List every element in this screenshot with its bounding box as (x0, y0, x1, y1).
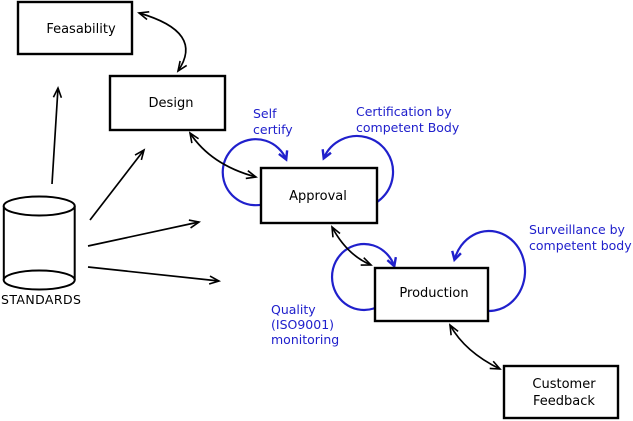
approval-box (259, 166, 379, 225)
self-certify-annotation: Self certify (253, 106, 293, 137)
cylinder-top-ellipse (2, 195, 76, 217)
production-label: Production (399, 286, 468, 301)
surveillance-loop-arrow (451, 229, 527, 313)
surveillance-annotation: Surveillance by competent body (529, 222, 632, 253)
arrow-approval-production (331, 225, 373, 266)
feasability-label: Feasability (46, 22, 116, 37)
arrow-production-customer-feedback (448, 323, 502, 370)
arrow-standards-to-design (89, 148, 146, 221)
design-box (108, 74, 227, 132)
customer-feedback-label-line2: Feedback (533, 394, 595, 409)
customer-feedback-box (502, 364, 620, 420)
arrow-standards-to-feasability (51, 85, 63, 185)
arrow-feasability-design (137, 10, 188, 73)
quality-label-line1: Quality (271, 302, 316, 317)
quality-monitoring-annotation: Quality (ISO9001) monitoring (271, 302, 339, 347)
standards-cylinder (2, 195, 76, 291)
self-certify-label-line1: Self (253, 106, 277, 121)
self-certify-label-line2: certify (253, 122, 293, 137)
certification-annotation: Certification by competent Body (356, 104, 460, 135)
cylinder-bottom-ellipse (2, 269, 76, 291)
design-label: Design (149, 96, 194, 111)
arrow-standards-to-approval (87, 219, 202, 247)
production-box (373, 266, 490, 323)
surveillance-label-line1: Surveillance by (529, 222, 626, 237)
feasability-box (16, 0, 134, 56)
quality-label-line3: monitoring (271, 332, 339, 347)
customer-feedback-label-line1: Customer (532, 377, 596, 392)
certification-label-line2: competent Body (356, 120, 460, 135)
certification-label-line1: Certification by (356, 104, 452, 119)
quality-label-line2: (ISO9001) (271, 317, 334, 332)
arrow-design-approval (188, 131, 258, 180)
surveillance-label-line2: competent body (529, 238, 632, 253)
arrow-standards-to-production (87, 266, 222, 285)
standards-label: STANDARDS (1, 292, 81, 307)
approval-label: Approval (289, 189, 347, 204)
